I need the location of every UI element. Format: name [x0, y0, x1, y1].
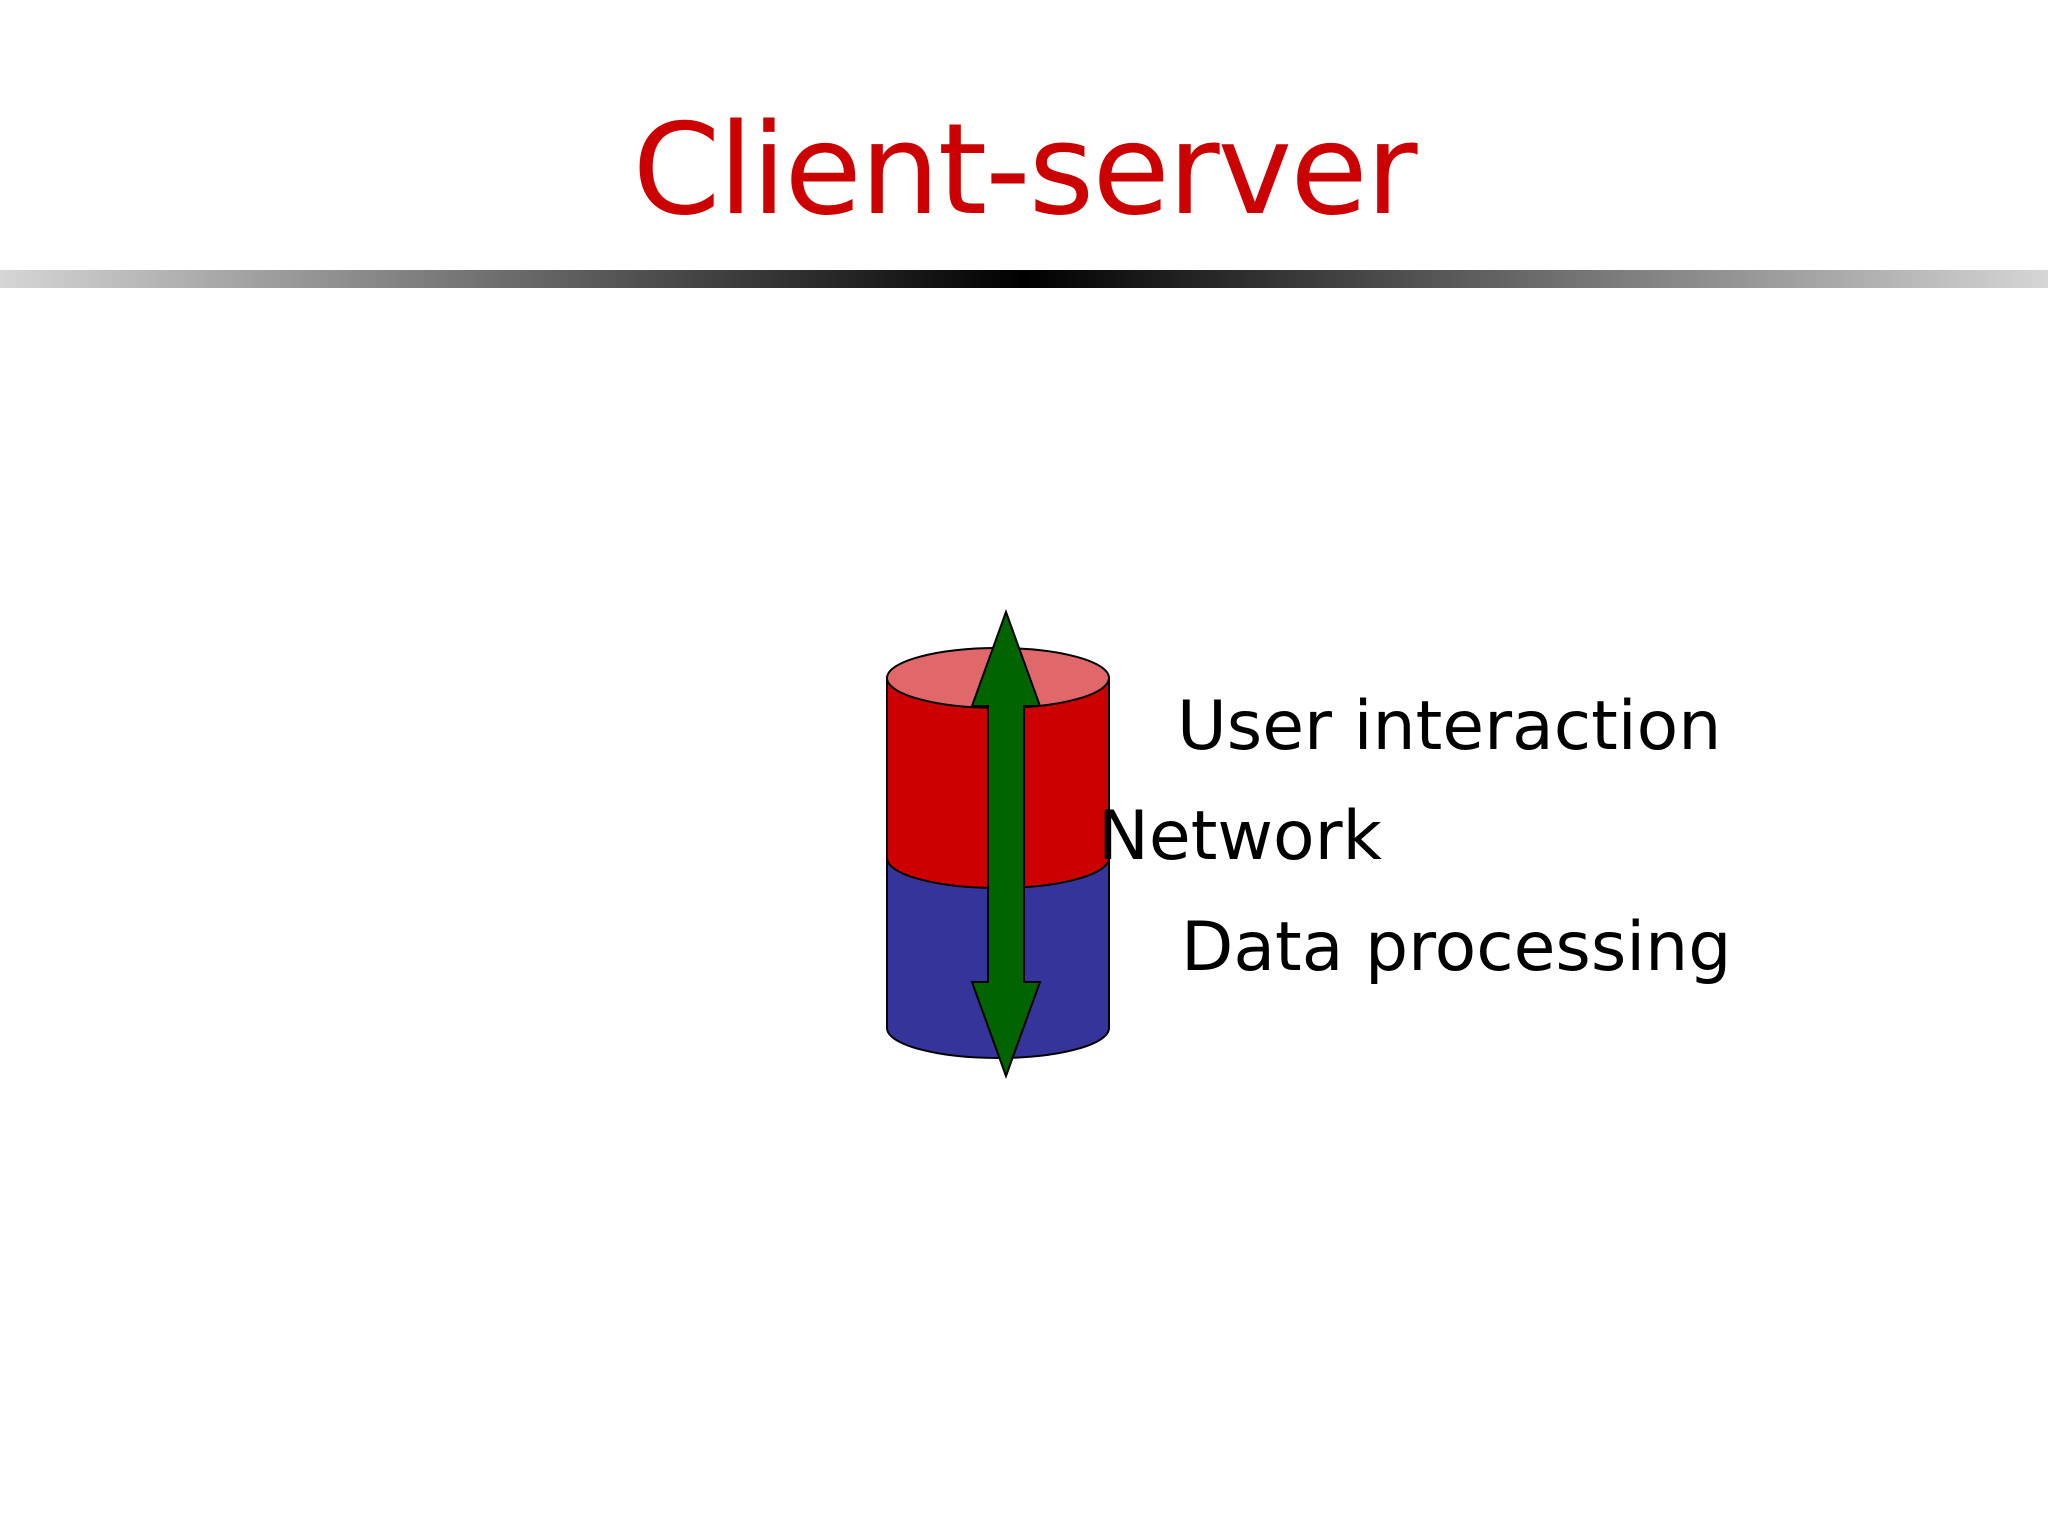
- label-network: Network: [1098, 797, 1382, 876]
- title-divider: [0, 270, 2048, 288]
- network-arrow-icon: [970, 609, 1042, 1079]
- slide-title: Client-server: [632, 96, 1417, 243]
- label-data-processing: Data processing: [1181, 908, 1732, 987]
- label-user-interaction: User interaction: [1177, 687, 1722, 766]
